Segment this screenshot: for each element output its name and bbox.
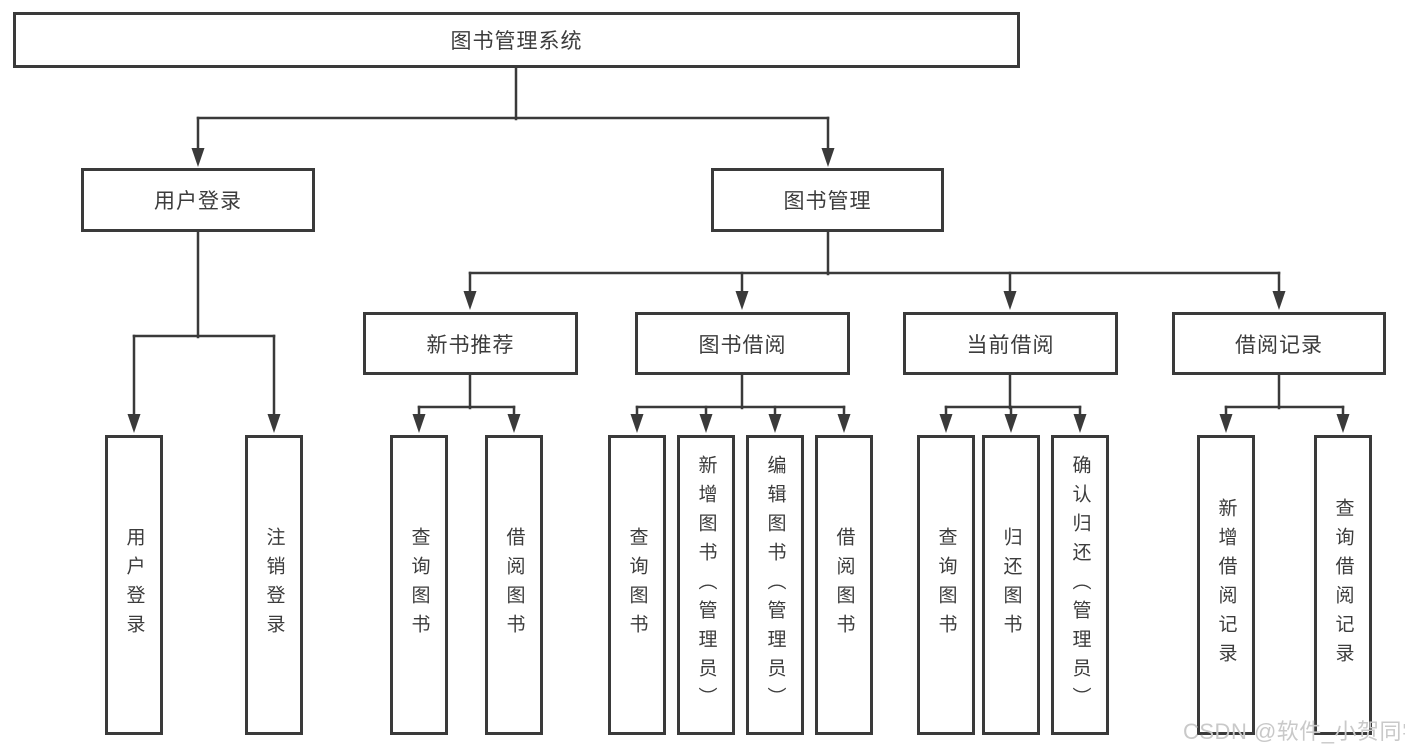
arrowhead-icon [267,414,281,433]
leaf-edit-books-admin: 编辑图书（管理员） [746,435,804,735]
arrowhead-icon [1073,414,1087,433]
arrowhead-icon [1219,414,1233,433]
leaf-add-borrow-record: 新增借阅记录 [1197,435,1255,735]
node-label: 图书借阅 [698,333,787,357]
node-borrowing-records: 借阅记录 [1172,312,1386,375]
node-book-borrowing: 图书借阅 [635,312,850,375]
arrowhead-icon [127,414,141,433]
node-label: 借阅记录 [1235,333,1323,357]
node-label: 用户登录 [154,190,242,213]
connector-bars [132,116,1345,409]
arrowhead-icon [1336,414,1350,433]
node-user-login: 用户登录 [81,168,315,232]
node-label: 图书管理系统 [450,30,583,53]
node-label: 注销登录 [263,527,285,643]
node-book-management: 图书管理 [711,168,944,232]
leaf-user-login: 用户登录 [105,435,163,735]
leaf-query-books-nbr: 查询图书 [390,435,448,735]
connector-trunks [196,66,1281,410]
node-label: 编辑图书（管理员） [764,454,786,716]
arrowhead-icon [699,414,713,433]
node-label: 借阅图书 [833,527,855,643]
arrowhead-icon [630,414,644,433]
node-label: 确认归还（管理员） [1069,454,1091,716]
node-new-book-recommend: 新书推荐 [363,312,578,375]
leaf-borrow-books-bb: 借阅图书 [815,435,873,735]
node-label: 归还图书 [1000,527,1022,643]
node-label: 查询借阅记录 [1332,498,1354,672]
node-label: 新书推荐 [426,333,515,357]
node-label: 新增图书（管理员） [695,454,717,716]
arrowhead-icon [412,414,426,433]
node-label: 图书管理 [783,190,872,213]
connector-drops [132,116,1345,419]
leaf-add-books-admin: 新增图书（管理员） [677,435,735,735]
node-library-management-system: 图书管理系统 [13,12,1020,68]
node-label: 新增借阅记录 [1215,498,1237,672]
leaf-query-borrow-record: 查询借阅记录 [1314,435,1372,735]
arrowhead-icon [507,414,521,433]
node-label: 查询图书 [626,527,648,643]
arrowhead-icon [463,291,477,310]
leaf-query-books-cb: 查询图书 [917,435,975,735]
node-label: 当前借阅 [966,333,1055,357]
arrowhead-icon [735,291,749,310]
leaf-borrow-books-nbr: 借阅图书 [485,435,543,735]
node-current-borrowing: 当前借阅 [903,312,1118,375]
leaf-query-books-bb: 查询图书 [608,435,666,735]
node-label: 查询图书 [935,527,957,643]
leaf-confirm-return-admin: 确认归还（管理员） [1051,435,1109,735]
arrowhead-icon [1272,291,1286,310]
csdn-watermark: CSDN @软件_小贺同学 [1183,719,1405,744]
node-label: 借阅图书 [503,527,525,643]
arrowheads [127,148,1350,433]
arrowhead-icon [1003,291,1017,310]
node-label: 用户登录 [123,527,145,643]
arrowhead-icon [821,148,835,167]
node-label: 查询图书 [408,527,430,643]
leaf-logout: 注销登录 [245,435,303,735]
arrowhead-icon [768,414,782,433]
arrowhead-icon [939,414,953,433]
arrowhead-icon [1004,414,1018,433]
arrowhead-icon [191,148,205,167]
leaf-return-books: 归还图书 [982,435,1040,735]
arrowhead-icon [837,414,851,433]
